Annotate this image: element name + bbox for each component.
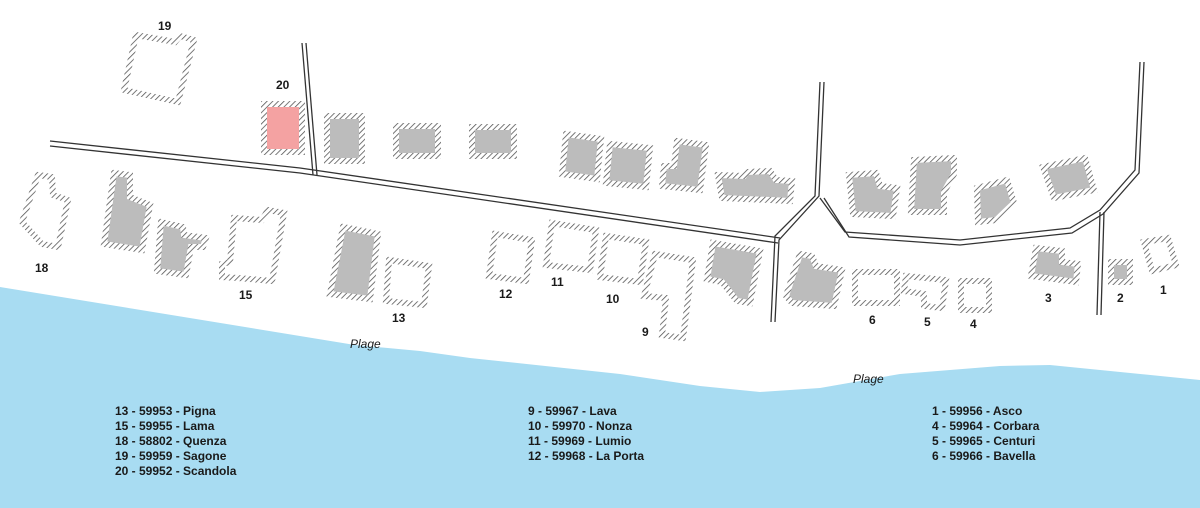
building-6 [852,269,900,306]
building-b3 [326,223,382,303]
label-10: 10 [606,292,620,306]
legend-item: 9 - 59967 - Lava [528,404,617,418]
building-15 [219,206,288,285]
building-9 [640,250,697,342]
label-plage-west: Plage [350,337,381,351]
legend-item: 18 - 58802 - Quenza [115,434,227,448]
legend-middle: 9 - 59967 - Lava 10 - 59970 - Nonza 11 -… [528,404,644,464]
building-13 [382,256,433,309]
building-11 [542,219,600,274]
roads [49,42,1145,323]
legend-item: 4 - 59964 - Corbara [932,419,1040,433]
building-c2 [907,154,957,215]
sea-area [0,287,1200,508]
building-a4 [558,130,605,183]
building-c4 [1039,154,1098,202]
building-a1 [324,113,365,164]
legend-item: 15 - 59955 - Lama [115,419,215,433]
building-a5 [602,140,654,191]
building-c1 [845,169,901,220]
legend-item: 11 - 59969 - Lumio [528,434,632,448]
label-2: 2 [1117,291,1124,305]
building-10 [596,232,650,286]
building-19 [120,31,198,106]
side-road-20-edge [305,42,318,176]
building-a6 [658,137,710,194]
legend-item: 20 - 59952 - Scandola [115,464,237,478]
label-plage-east: Plage [853,372,884,386]
building-a3 [469,124,517,159]
road-east-south-edge [1100,211,1105,316]
label-9: 9 [642,325,649,339]
building-1 [1140,234,1180,275]
main-road [49,140,781,239]
building-18 [18,171,72,251]
building-a7 [714,167,796,205]
legend-item: 5 - 59965 - Centuri [932,434,1036,448]
road-east-edge [823,61,1145,246]
map-labels: 19 20 18 15 13 12 11 10 9 6 5 4 3 2 1 Pl… [35,19,1167,386]
building-2 [1108,259,1133,285]
legend-item: 13 - 59953 - Pigna [115,404,216,418]
side-road-20 [301,42,314,176]
building-a2 [393,123,441,159]
main-road-edge [49,145,779,244]
label-19: 19 [158,19,172,33]
building-20 [261,101,305,155]
road-center-edge [774,81,825,323]
label-3: 3 [1045,291,1052,305]
legend-item: 10 - 59970 - Nonza [528,419,633,433]
road-center [770,81,821,323]
building-b2 [153,218,210,279]
label-12: 12 [499,287,513,301]
label-20: 20 [276,78,290,92]
legend-right: 1 - 59956 - Asco 4 - 59964 - Corbara 5 -… [932,404,1039,464]
label-5: 5 [924,315,931,329]
label-15: 15 [239,288,253,302]
building-12 [485,230,536,285]
legend-item: 12 - 59968 - La Porta [528,449,645,463]
legend-item: 6 - 59966 - Bavella [932,449,1036,463]
label-11: 11 [551,275,564,289]
road-east [819,61,1141,241]
legend-item: 1 - 59956 - Asco [932,404,1023,418]
building-b5 [782,250,846,310]
legend-left: 13 - 59953 - Pigna 15 - 59955 - Lama 18 … [115,404,236,479]
building-c3 [973,176,1018,226]
road-east-south [1096,211,1101,316]
building-3 [1027,244,1082,286]
buildings [18,31,1180,342]
label-13: 13 [392,311,406,325]
building-4 [958,278,992,313]
building-5 [900,272,950,312]
building-b4 [703,239,764,307]
label-1: 1 [1160,283,1167,297]
label-6: 6 [869,313,876,327]
legend-item: 19 - 59959 - Sagone [115,449,227,463]
building-b1 [100,169,154,254]
label-18: 18 [35,261,49,275]
label-4: 4 [970,317,977,331]
